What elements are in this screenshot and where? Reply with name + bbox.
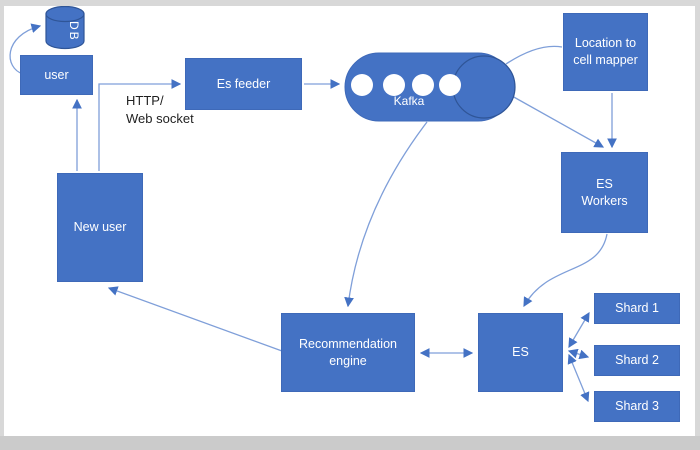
- window-edge-bottom: [0, 436, 700, 450]
- edge-newuser-esfeeder: [98, 79, 182, 171]
- node-es-workers: ES Workers: [561, 152, 648, 233]
- db-label: DB: [67, 21, 81, 42]
- node-es: ES: [478, 313, 563, 392]
- edge-esworkers-es: [523, 233, 608, 308]
- edge-kafka-esworkers: [511, 95, 605, 148]
- kafka-message-dot: [383, 74, 405, 96]
- window-edge-top: [0, 0, 700, 6]
- edge-kafka-recommendation: [344, 121, 428, 308]
- node-recommendation-engine: Recommendation engine: [281, 313, 415, 392]
- edge-es-shard2: [567, 348, 590, 360]
- node-user: user: [20, 55, 93, 95]
- node-new-user: New user: [57, 173, 143, 282]
- database-icon: DB: [45, 5, 85, 50]
- kafka-message-dot: [351, 74, 373, 96]
- kafka-queue-shape: Kafka: [344, 52, 516, 122]
- window-edge-right: [695, 0, 700, 450]
- node-shard-2: Shard 2: [594, 345, 680, 376]
- edge-recommendation-newuser: [107, 286, 283, 352]
- node-location-to-cell-mapper: Location to cell mapper: [563, 13, 648, 91]
- edge-es-shard3: [567, 353, 590, 403]
- edge-es-shard1: [568, 311, 590, 349]
- node-shard-1: Shard 1: [594, 293, 680, 324]
- edge-kafka-locationmapper: [505, 45, 563, 65]
- window-edge-left: [0, 0, 4, 450]
- kafka-label: Kafka: [394, 94, 425, 108]
- kafka-message-dot: [412, 74, 434, 96]
- node-shard-3: Shard 3: [594, 391, 680, 422]
- kafka-message-dot: [439, 74, 461, 96]
- edge-user-db: [9, 23, 42, 75]
- protocol-label: HTTP/ Web socket: [126, 93, 194, 126]
- node-es-feeder: Es feeder: [185, 58, 302, 110]
